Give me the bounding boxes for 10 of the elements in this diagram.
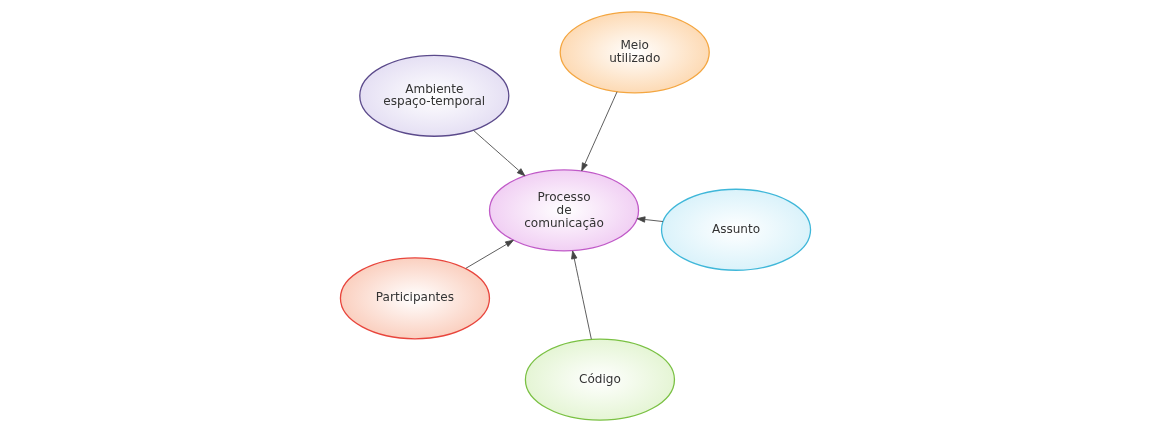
arrow [472, 130, 525, 177]
arrow [464, 239, 514, 269]
node-ellipse: Meio utilizado [559, 11, 710, 94]
node-ellipse: Ambiente espaço-temporal [358, 54, 509, 137]
node-ellipse: Participantes [339, 257, 490, 340]
node-ellipse: Assunto [660, 188, 811, 271]
arrow [580, 91, 617, 172]
arrow [636, 216, 663, 223]
arrow [570, 250, 592, 340]
node-ellipse: Código [524, 338, 675, 421]
